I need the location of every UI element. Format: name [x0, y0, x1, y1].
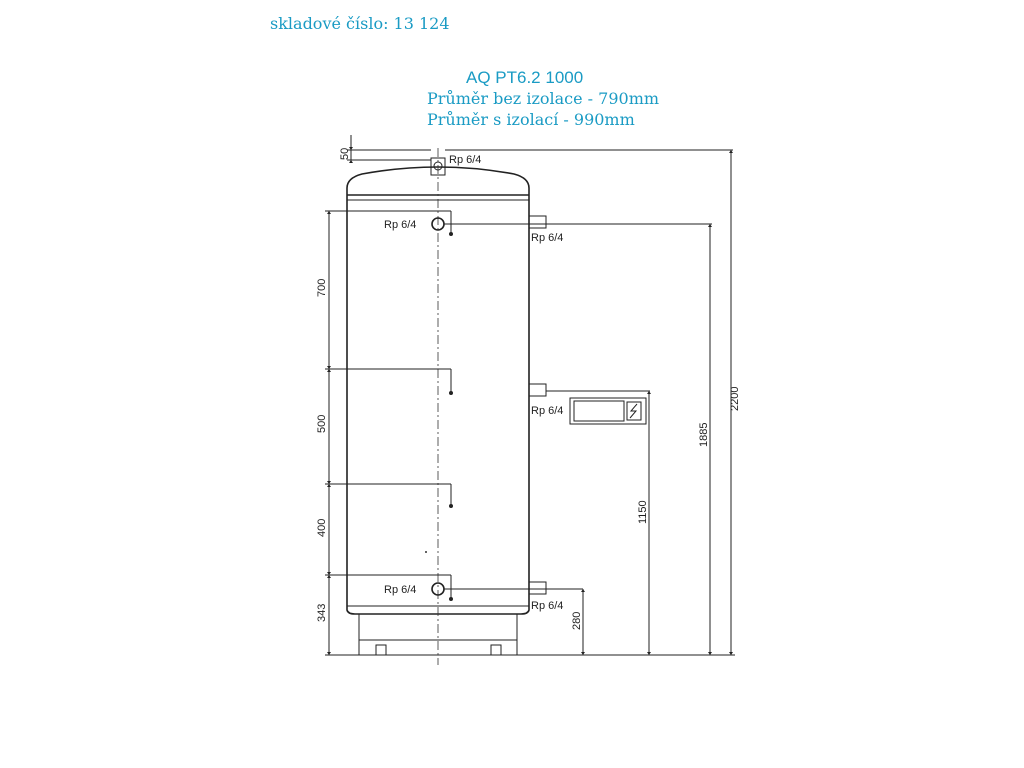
dimension-50: 50 [339, 148, 351, 160]
upper-right-connection-label: Rp 6/4 [531, 232, 563, 244]
heater-connection [528, 383, 650, 425]
model-title: AQ PT6.2 1000 [466, 68, 584, 87]
dimension-2200: 2200 [729, 387, 741, 411]
lower-left-connection-label: Rp 6/4 [384, 584, 416, 596]
middle-sensor-lower [325, 483, 453, 508]
dimension-400: 400 [316, 519, 328, 537]
top-connection-label: Rp 6/4 [449, 154, 481, 166]
upper-left-sensor [347, 210, 453, 236]
heater-connection-label: Rp 6/4 [531, 405, 563, 417]
middle-sensor-upper [325, 368, 453, 395]
dimension-343: 343 [316, 604, 328, 622]
top-connection [347, 149, 733, 176]
upper-right-connection [444, 215, 712, 229]
dimension-500: 500 [316, 415, 328, 433]
diameter-with-insulation: Průměr s izolací - 990mm [427, 110, 635, 129]
drain-marker [425, 551, 427, 553]
dimension-2200-line [729, 150, 733, 655]
dimension-1150-line [647, 391, 651, 655]
lower-right-connection-label: Rp 6/4 [531, 600, 563, 612]
top-offset-dimension [349, 135, 353, 163]
upper-left-connection-label: Rp 6/4 [384, 219, 416, 231]
dimension-1885: 1885 [698, 423, 710, 447]
lower-right-connection [444, 581, 583, 595]
dimension-700: 700 [316, 279, 328, 297]
tank-body [346, 166, 530, 656]
dimension-280-line [581, 589, 585, 655]
dimension-1885-line [708, 224, 712, 655]
stock-number-label: skladové číslo: 13 124 [270, 14, 450, 33]
dimension-280: 280 [571, 612, 583, 630]
dimension-1150: 1150 [637, 500, 649, 524]
left-dimension-chain [325, 210, 347, 655]
diameter-without-insulation: Průměr bez izolace - 790mm [427, 89, 660, 108]
